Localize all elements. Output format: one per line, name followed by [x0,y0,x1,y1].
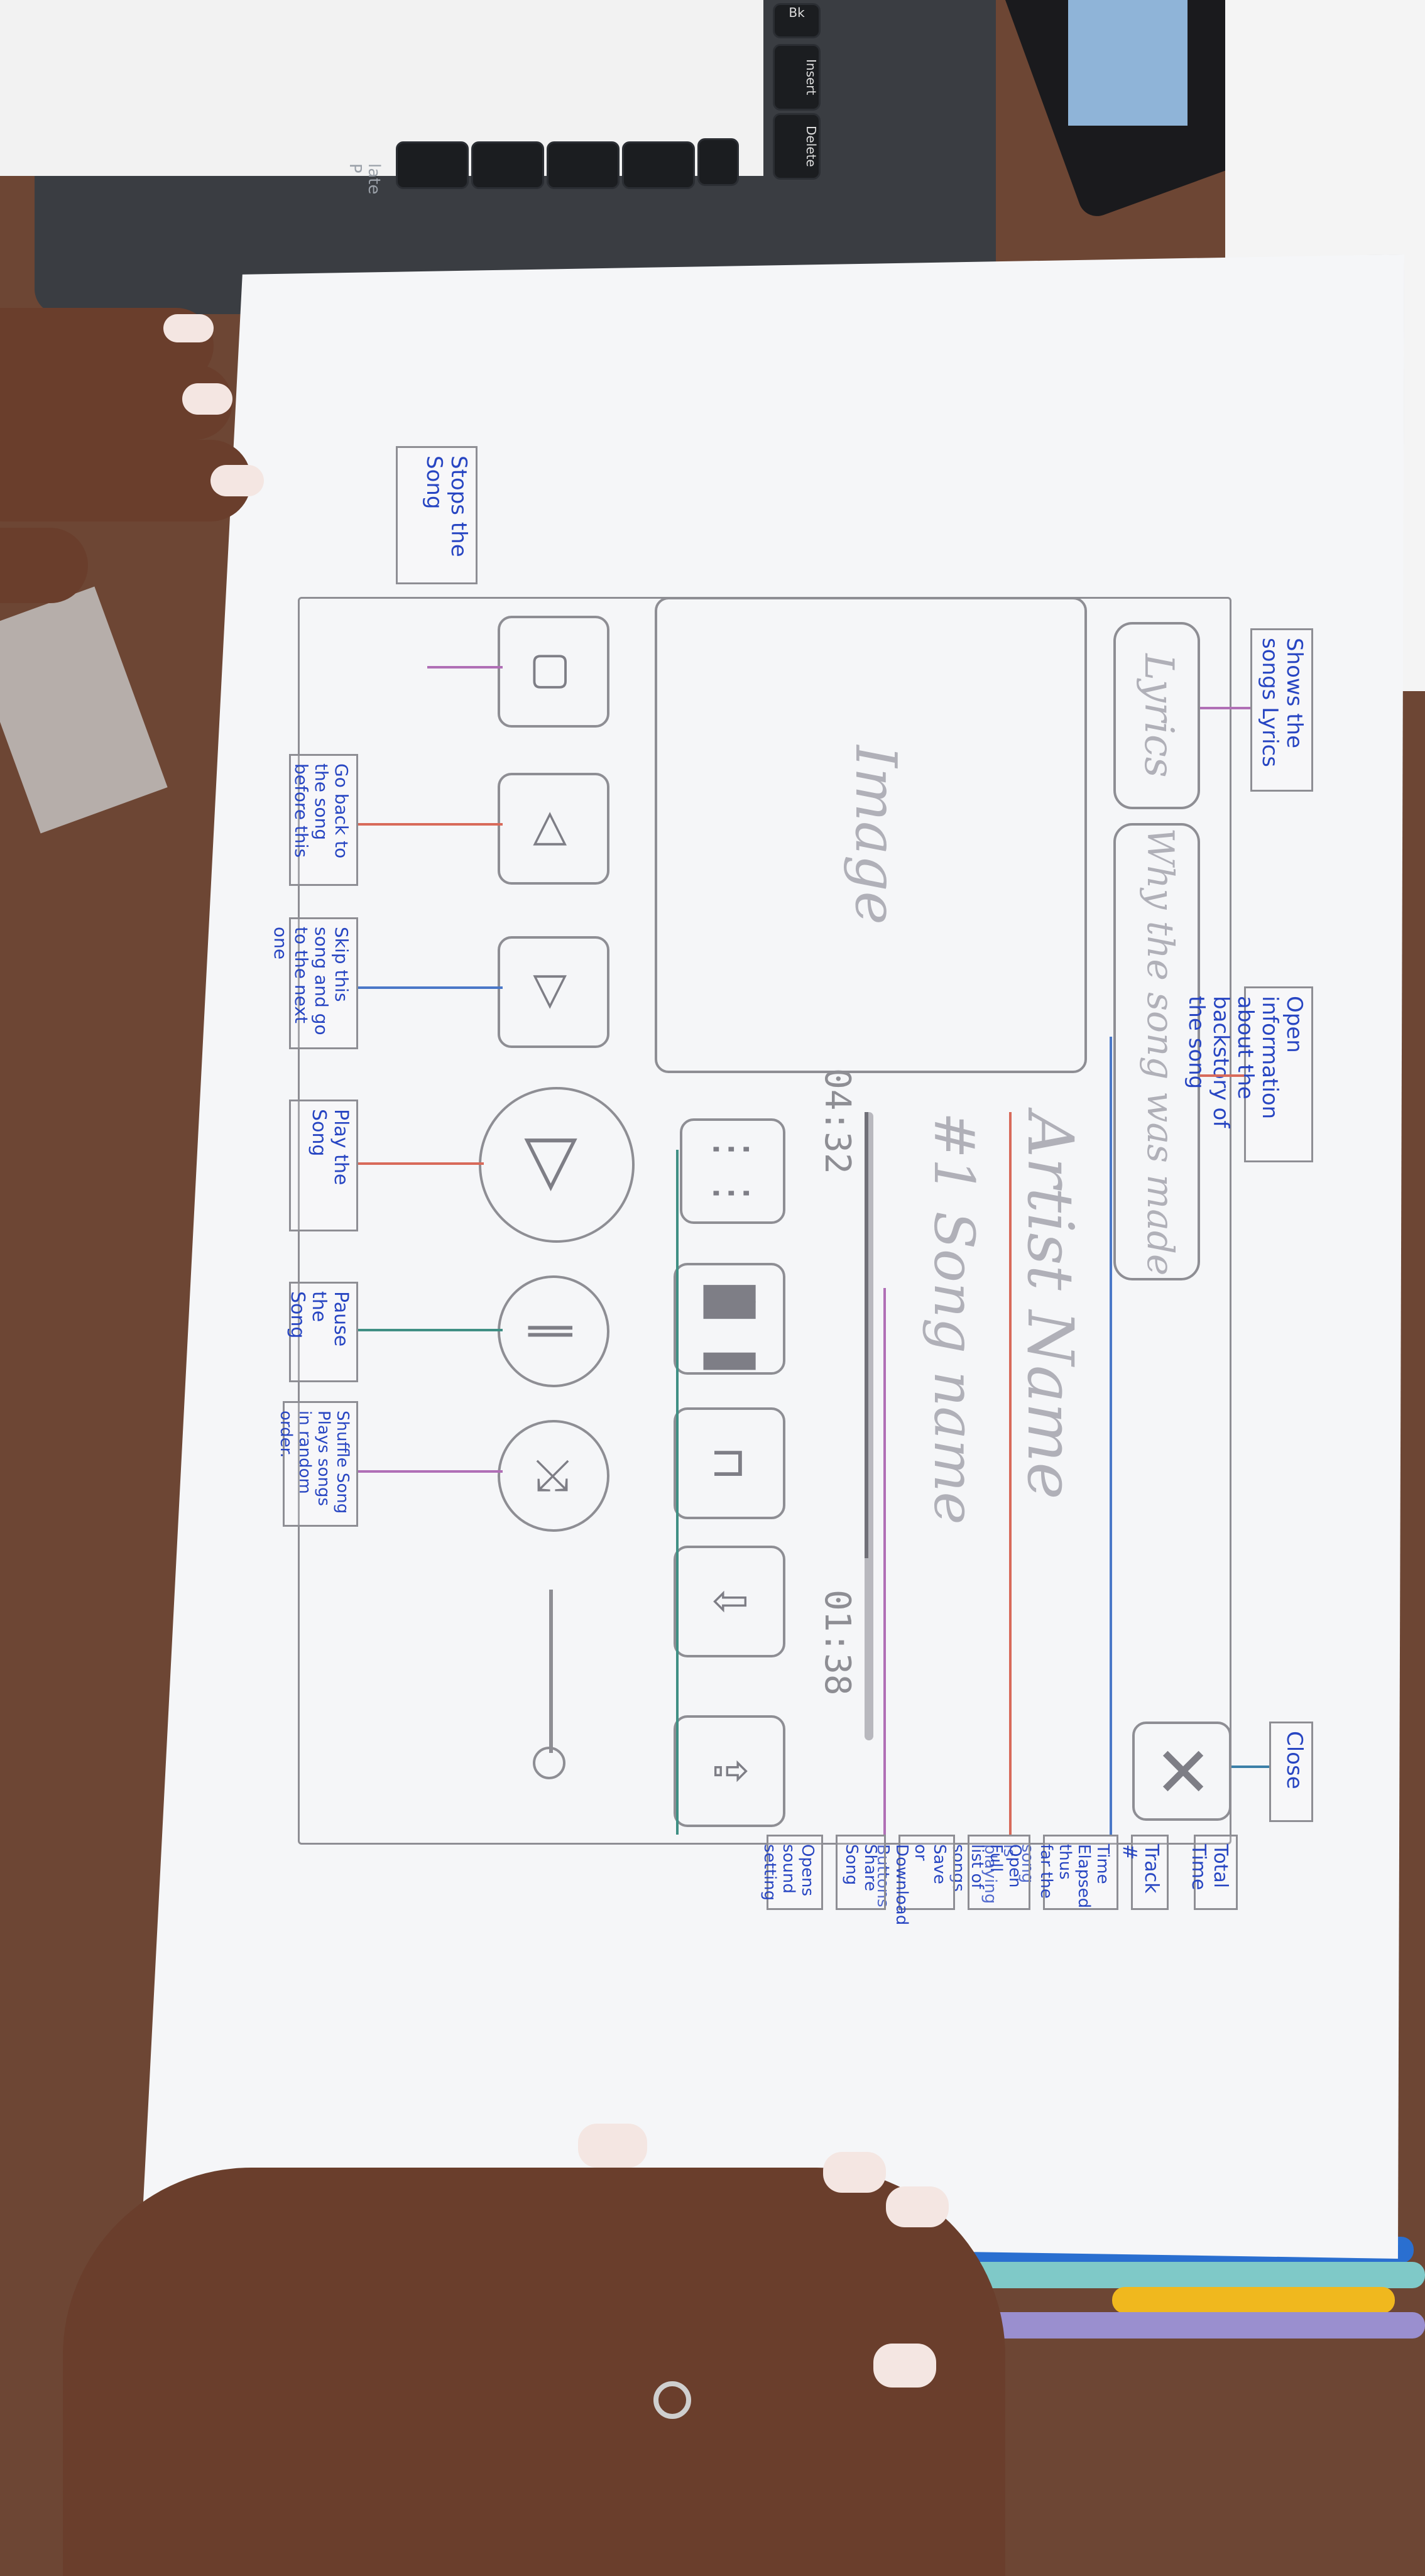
stop-icon: ▢ [528,650,579,693]
annotation-close: Close [1269,1722,1313,1822]
connector [427,666,503,669]
connector [1009,1112,1012,1835]
sound-settings-button[interactable]: ▐▌▐ [674,1263,785,1375]
hand-bottom [63,2168,1005,2576]
share-button[interactable]: ⇪ [674,1715,785,1827]
connector [1200,1074,1244,1077]
pause-icon: ‖ [528,1320,579,1343]
laptop-keyboard: Bk Insert Delete [390,0,823,189]
annotation-playlist: Open Full list of songs [949,1835,1030,1910]
annotation-stop: Stops the Song [396,446,478,584]
connector [358,823,503,826]
download-button[interactable]: ⇩ [674,1546,785,1657]
ring [653,2381,691,2419]
laptop-brand: late P [346,163,383,195]
key [471,141,544,189]
connector [358,1329,503,1331]
save-button[interactable]: ⊓ [674,1407,785,1519]
previous-icon: ◁ [528,812,579,846]
key-delete: Delete [773,113,821,180]
annotation-save: Save or Download Buttons [873,1835,955,1925]
fingernail [210,465,264,496]
next-button[interactable]: ▷ [498,936,609,1048]
elapsed-time: 01:38 [817,1590,858,1696]
ruler [0,586,168,834]
playlist-button[interactable]: ⋮⋮ [680,1118,785,1224]
annotation-lyrics: Shows the songs Lyrics [1250,628,1313,792]
fingernail [578,2124,647,2168]
lyrics-label: Lyrics [1135,653,1182,778]
fingernail [182,383,232,415]
annotation-play: Play the Song [289,1100,358,1231]
fingernail [873,2344,936,2388]
connector [883,1288,886,1835]
connector [676,1150,679,1835]
share-icon: ⇪ [704,1752,755,1790]
connector [1110,1037,1112,1835]
fingernail [823,2152,886,2193]
connector [1200,707,1250,709]
artist-name: Artist Name [1013,1112,1087,1500]
key [697,138,739,186]
list-icon: ⋮⋮ [707,1127,758,1215]
next-icon: ▷ [528,975,579,1009]
key-insert: Insert [773,44,821,111]
annotation-share: Share Song [836,1835,886,1910]
progress-fill [865,1112,868,1558]
annotation-shuffle: Shuffle Song Plays songs in random order… [276,1401,358,1527]
lyrics-button[interactable]: Lyrics [1113,622,1200,809]
connector [1231,1766,1269,1768]
close-button[interactable]: ✕ [1132,1722,1231,1821]
previous-button[interactable]: ◁ [498,773,609,885]
stop-button[interactable]: ▢ [498,616,609,728]
key [396,141,469,189]
image-label: Image [843,745,909,925]
bookmark-icon: ⊓ [704,1446,755,1481]
connector [358,1470,503,1473]
annotation-why: Open information about the backstory of … [1184,986,1313,1162]
tablet-screen [1068,0,1188,126]
key-bk: Bk [773,3,821,38]
play-button[interactable]: ▷ [479,1087,635,1243]
key [622,141,695,189]
why-label: Why the song was made [1139,827,1182,1276]
connector [358,986,503,989]
annotation-total-time: Total Time [1188,1835,1238,1910]
album-art-placeholder: Image [655,597,1087,1073]
close-icon: ✕ [1142,1742,1222,1801]
pause-button[interactable]: ‖ [498,1275,609,1387]
play-icon: ▷ [516,1138,597,1192]
shuffle-button[interactable]: ⤨ [498,1420,609,1532]
download-icon: ⇩ [704,1583,755,1620]
volume-track[interactable] [549,1590,553,1753]
annotation-next: Skip this song and go to the next one [270,917,358,1049]
annotation-previous: Go back to the song before this [289,754,358,886]
fingernail [163,314,214,342]
finger [0,440,251,521]
connector [358,1162,484,1165]
annotation-elapsed: Time Elapsed thus far the song is playin… [981,1835,1118,1910]
finger [0,528,88,603]
annotation-sound: Opens sound setting [760,1835,823,1910]
paper-sheet [141,254,1404,2259]
fingernail [886,2186,949,2227]
song-name: #1 Song name [922,1112,986,1525]
shuffle-icon: ⤨ [528,1458,580,1493]
volume-knob[interactable] [533,1747,565,1779]
music-player-wireframe: Lyrics Why the song was made Image Artis… [258,446,1326,1925]
pen-yellow [1112,2287,1395,2313]
key [547,141,620,189]
equalizer-icon: ▐▌▐ [704,1268,755,1370]
annotation-pause: Pause the Song [287,1282,358,1382]
annotation-track: Track # [1119,1835,1169,1910]
total-time: 04:32 [817,1068,858,1174]
